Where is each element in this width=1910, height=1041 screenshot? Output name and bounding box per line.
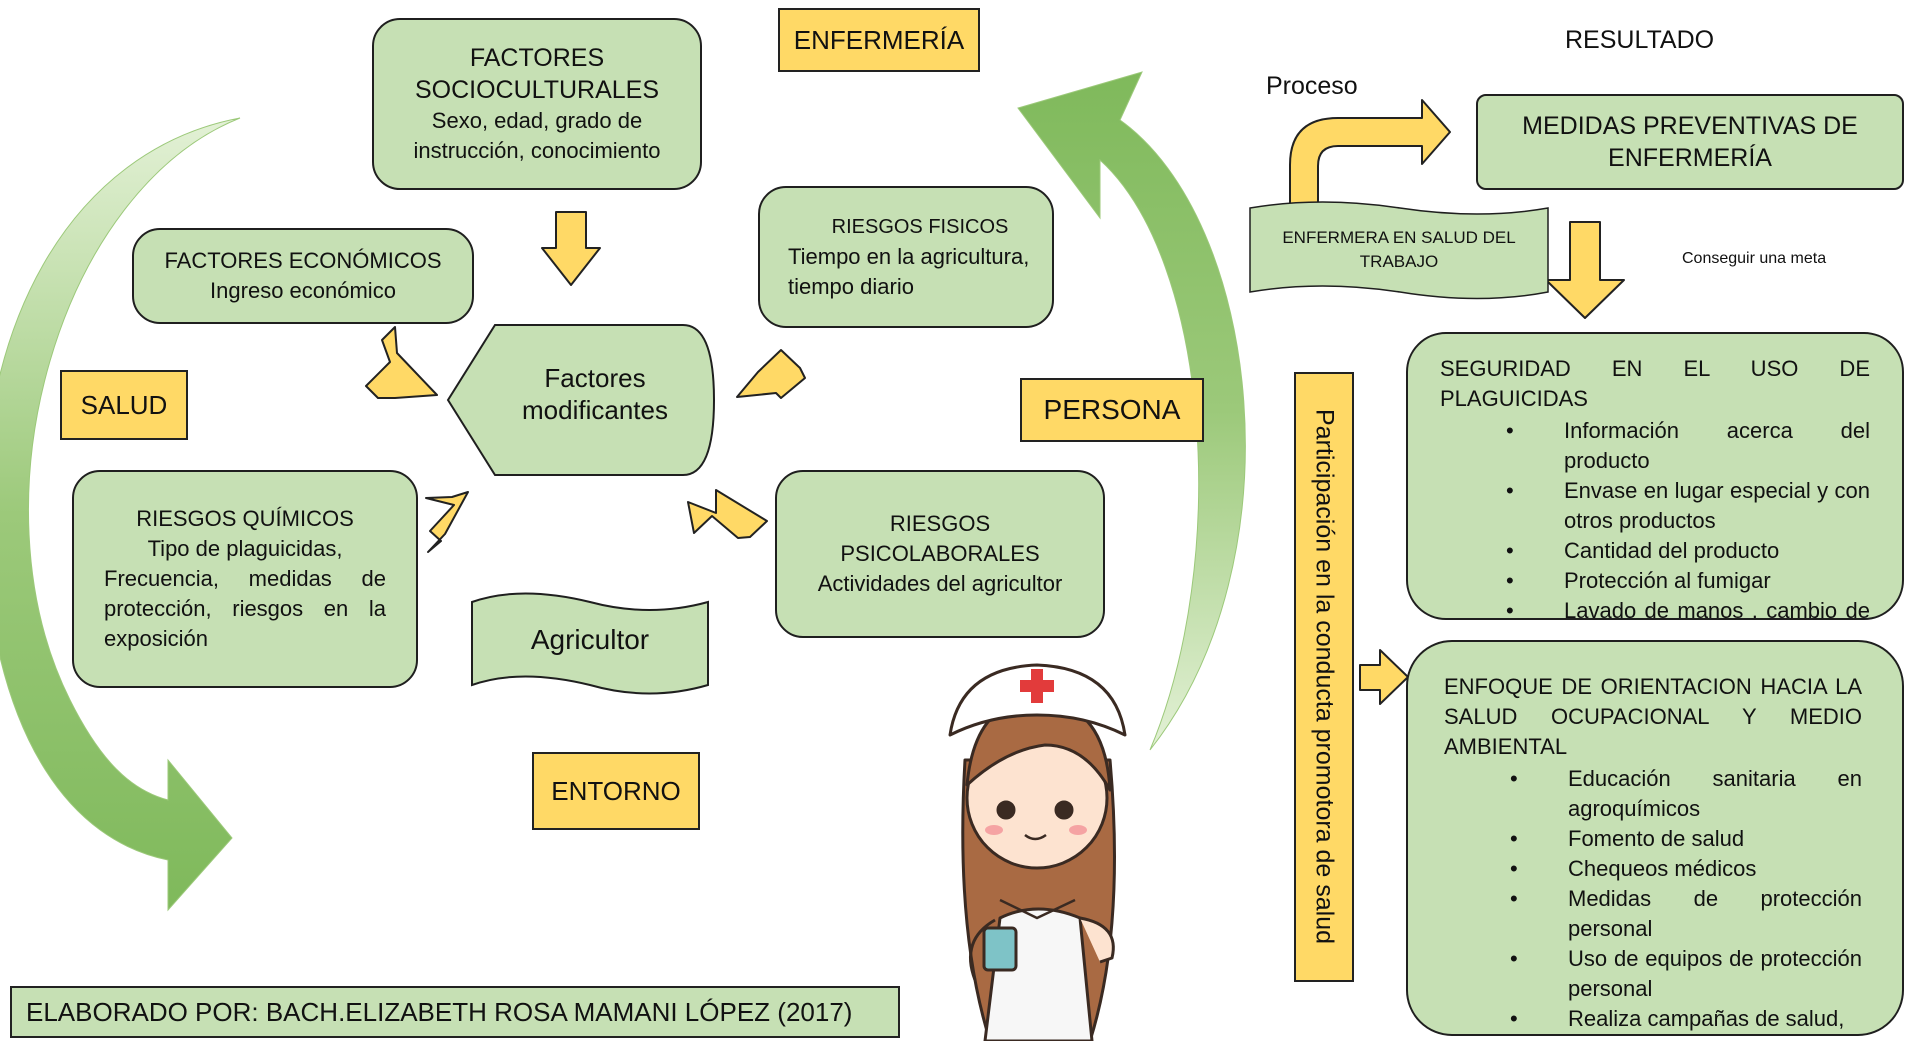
left-cycle-arrow: [0, 117, 241, 912]
entorno-text: ENTORNO: [551, 775, 681, 806]
enfoque-item: Chequeos médicos: [1510, 854, 1862, 884]
riesgos-fisicos-box: RIESGOS FISICOS Tiempo en la agricultura…: [758, 186, 1054, 328]
seguridad-title-2: PLAGUICIDAS: [1440, 386, 1588, 411]
medidas-line-1: MEDIDAS PREVENTIVAS DE: [1522, 112, 1858, 140]
conseguir-meta-label: Conseguir una meta: [1682, 250, 1827, 267]
seguridad-plaguicidas-box: SEGURIDAD EN EL USO DE PLAGUICIDAS Infor…: [1406, 332, 1904, 620]
arrow-fisicos-to-center: [736, 349, 806, 399]
factores-modificantes-text: Factores modificantes: [500, 362, 690, 426]
arrow-down-medidas: [1545, 221, 1625, 319]
factores-modificantes-shape: [446, 324, 716, 476]
socio-line-1: Sexo, edad, grado de: [431, 108, 643, 133]
salud-label: SALUD: [60, 370, 188, 440]
enfoque-orientacion-box: ENFOQUE DE ORIENTACION HACIA LA SALUD OC…: [1406, 640, 1904, 1036]
enfermeria-text: ENFERMERÍA: [793, 24, 965, 55]
proceso-label: Proceso: [1266, 72, 1358, 100]
arrow-participacion: [1359, 649, 1409, 705]
seguridad-item: Lavado de manos , cambio de ropa: [1506, 596, 1870, 618]
fisicos-line-1: Tiempo en la agricultura,: [788, 244, 1030, 269]
seguridad-list: Información acerca del producto Envase e…: [1440, 416, 1870, 618]
enfermera-line-1: ENFERMERA EN SALUD DEL: [1282, 228, 1516, 247]
economicos-line-1: Ingreso económico: [210, 278, 396, 303]
riesgos-quimicos-box: RIESGOS QUÍMICOS Tipo de plaguicidas, Fr…: [72, 470, 418, 688]
arrow-psico-to-center: [687, 489, 768, 539]
quimicos-line-2: Frecuencia, medidas de: [104, 566, 386, 591]
socio-line-2: instrucción, conocimiento: [413, 138, 661, 163]
right-cycle-arrow: [1017, 71, 1246, 751]
credit-text: ELABORADO POR: BACH.ELIZABETH ROSA MAMAN…: [26, 996, 853, 1027]
fisicos-line-2: tiempo diario: [788, 274, 914, 299]
enfoque-title-3: AMBIENTAL: [1444, 734, 1568, 759]
fisicos-title: RIESGOS FISICOS: [831, 216, 1009, 238]
persona-text: PERSONA: [1043, 394, 1181, 425]
central-line-1: Factores: [544, 363, 646, 393]
psico-title-1: RIESGOS: [889, 511, 991, 536]
socio-title-2: SOCIOCULTURALES: [414, 76, 660, 104]
entorno-label: ENTORNO: [532, 752, 700, 830]
salud-text: SALUD: [80, 389, 168, 420]
seguridad-title-1: SEGURIDAD EN EL USO DE: [1440, 356, 1870, 381]
participacion-text: Participación en la conducta promotora d…: [1310, 409, 1339, 945]
enfoque-item: Educación sanitaria en agroquímicos: [1510, 764, 1862, 824]
seguridad-item: Envase en lugar especial y con otros pro…: [1506, 476, 1870, 536]
medidas-line-2: ENFERMERÍA: [1608, 144, 1772, 172]
persona-label: PERSONA: [1020, 378, 1204, 442]
central-line-2: modificantes: [522, 395, 668, 425]
arrow-down-socio: [541, 211, 601, 286]
factores-economicos-box: FACTORES ECONÓMICOS Ingreso económico: [132, 228, 474, 324]
nurse-illustration: [948, 663, 1127, 1041]
arrow-econ-to-center: [365, 326, 438, 399]
arrow-proceso: [1289, 99, 1451, 209]
participacion-bar: Participación en la conducta promotora d…: [1294, 372, 1354, 982]
riesgos-psicolaborales-box: RIESGOS PSICOLABORALES Actividades del a…: [775, 470, 1105, 638]
agricultor-text: Agricultor: [530, 624, 650, 655]
quimicos-title: RIESGOS QUÍMICOS: [136, 506, 354, 531]
psico-line-1: Actividades del agricultor: [817, 571, 1063, 596]
agricultor-banner: [471, 592, 709, 695]
medidas-preventivas-box: MEDIDAS PREVENTIVAS DE ENFERMERÍA: [1476, 94, 1904, 190]
resultado-label: RESULTADO: [1565, 26, 1715, 54]
enfermera-line-2: TRABAJO: [1359, 252, 1439, 271]
enfoque-item: Medidas de protección personal: [1510, 884, 1862, 944]
factores-socioculturales-box: FACTORES SOCIOCULTURALES Sexo, edad, gra…: [372, 18, 702, 190]
seguridad-item: Cantidad del producto: [1506, 536, 1870, 566]
quimicos-line-3: protección, riesgos en la: [104, 596, 386, 621]
enfermera-trabajo-text: ENFERMERA EN SALUD DEL TRABAJO: [1250, 226, 1548, 274]
enfoque-title-2: SALUD OCUPACIONAL Y MEDIO: [1444, 704, 1862, 729]
enfermera-trabajo-banner: [1249, 201, 1549, 300]
quimicos-line-4: exposición: [104, 626, 208, 651]
enfoque-item: Fomento de salud: [1510, 824, 1862, 854]
economicos-title: FACTORES ECONÓMICOS: [164, 248, 442, 273]
enfermeria-label: ENFERMERÍA: [778, 8, 980, 72]
seguridad-item: Protección al fumigar: [1506, 566, 1870, 596]
socio-title-1: FACTORES: [469, 44, 605, 72]
enfoque-title-1: ENFOQUE DE ORIENTACION HACIA LA: [1444, 674, 1862, 699]
enfoque-list: Educación sanitaria en agroquímicos Fome…: [1444, 764, 1862, 1034]
enfoque-item: Realiza campañas de salud,: [1510, 1004, 1862, 1034]
psico-title-2: PSICOLABORALES: [840, 541, 1040, 566]
seguridad-item: Información acerca del producto: [1506, 416, 1870, 476]
arrow-quimicos-to-center: [425, 491, 469, 553]
enfoque-item: Uso de equipos de protección personal: [1510, 944, 1862, 1004]
quimicos-line-1: Tipo de plaguicidas,: [147, 536, 343, 561]
credit-box: ELABORADO POR: BACH.ELIZABETH ROSA MAMAN…: [10, 986, 900, 1038]
